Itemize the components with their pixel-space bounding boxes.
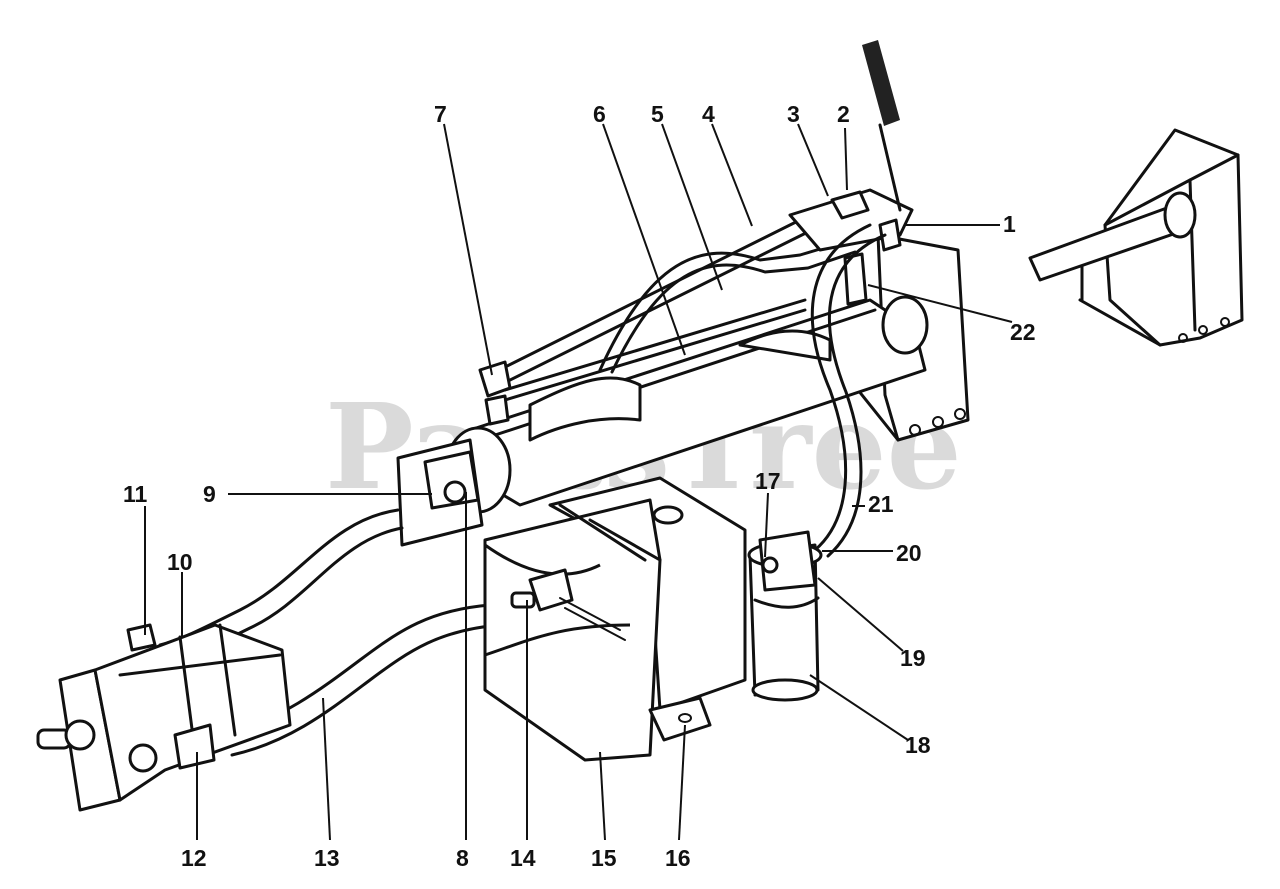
part-label-11: 11	[123, 481, 148, 507]
part-label-4: 4	[702, 101, 715, 127]
part-label-5: 5	[651, 101, 664, 127]
part-label-14: 14	[510, 845, 536, 871]
part-label-2: 2	[837, 101, 850, 127]
part-label-6: 6	[593, 101, 606, 127]
part-label-13: 13	[314, 845, 340, 871]
cylinder-clevis	[396, 438, 484, 547]
part-label-15: 15	[591, 845, 617, 871]
hydraulic-pump	[36, 623, 292, 812]
part-label-18: 18	[905, 732, 931, 758]
control-valve	[788, 40, 914, 306]
reservoir-tank	[483, 476, 747, 762]
part-label-20: 20	[896, 540, 922, 566]
part-label-22: 22	[1010, 319, 1036, 345]
part-label-3: 3	[787, 101, 800, 127]
part-label-10: 10	[167, 549, 193, 575]
part-label-7: 7	[434, 101, 447, 127]
part-label-1: 1	[1003, 211, 1016, 237]
hydraulic-cylinder	[444, 295, 929, 514]
filter-assembly	[747, 530, 823, 702]
return-hose	[810, 223, 887, 558]
part-label-16: 16	[665, 845, 691, 871]
rod-end-bracket	[1028, 128, 1244, 347]
part-label-9: 9	[203, 481, 216, 507]
part-label-21: 21	[868, 491, 894, 517]
hydraulic-tubes	[478, 208, 857, 426]
part-label-12: 12	[181, 845, 207, 871]
diagram-artwork	[36, 40, 1244, 812]
leader-lines	[144, 123, 1013, 841]
part-label-19: 19	[900, 645, 926, 671]
part-label-8: 8	[456, 845, 469, 871]
part-label-17: 17	[755, 468, 781, 494]
part-labels: 1 2 3 4 5 6 7 8 9 10 11 12 13 14 15 16 1…	[123, 101, 1036, 871]
